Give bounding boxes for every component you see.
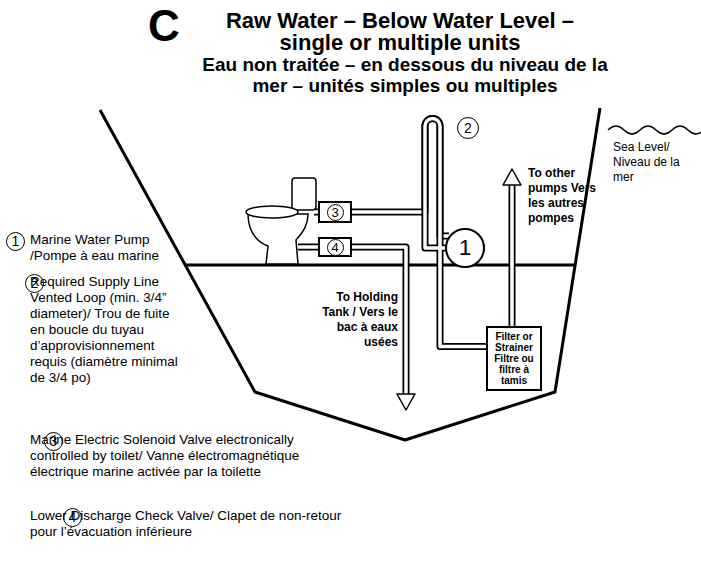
pipe-stroke (352, 119, 449, 236)
marine-pump: 1 (445, 228, 485, 268)
section-letter: C (148, 4, 188, 48)
pipe-stroke (352, 119, 449, 236)
deck-line (185, 264, 575, 267)
filter-box: Filter or Strainer Filtre ou filtre à ta… (486, 326, 542, 391)
flow-label: To Holding Tank / Vers le bac à eaux usé… (318, 290, 398, 350)
legend-text: Marine Water Pump /Pompe à eau marine (30, 232, 170, 264)
node-text: 2 (464, 120, 472, 136)
callout-number: 3 (327, 204, 344, 221)
solenoid-valve: 3 (318, 201, 352, 223)
legend-text: Marine Electric Solenoid Valve electroni… (30, 432, 320, 480)
legend-text: Required Supply Line Vented Loop (min. 3… (30, 274, 188, 386)
legend-text: Lower Discharge Check Valve/ Clapet de n… (30, 508, 360, 540)
pipe (352, 119, 449, 236)
pipe-stroke (425, 119, 489, 347)
sea-level-label: Sea Level/ Niveau de la mer (613, 140, 699, 185)
flow-label: To other pumps Vers les autres pompes (528, 166, 608, 226)
toilet (246, 178, 316, 264)
diagram-title: Raw Water – Below Water Level – single o… (195, 10, 605, 54)
node-text: 1 (459, 235, 471, 261)
pipe (425, 119, 489, 347)
node-text: Filter or Strainer Filtre ou filtre à ta… (490, 331, 538, 386)
callout-number: 1 (6, 232, 25, 251)
callout-number: 4 (327, 239, 344, 256)
sea-wave (608, 126, 701, 134)
callout-circle: 2 (457, 117, 479, 139)
french-subtitle: Eau non traitée – en dessous du niveau d… (195, 54, 615, 96)
check-valve: 4 (318, 237, 352, 257)
hull-outline (100, 108, 600, 440)
pipe-stroke (425, 119, 489, 347)
